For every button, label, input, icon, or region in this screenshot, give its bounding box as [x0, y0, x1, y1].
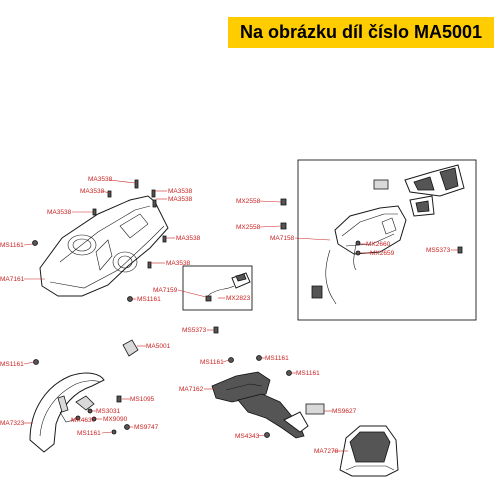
- screw: [124, 424, 130, 430]
- label-ms9747: MS9747: [134, 424, 159, 431]
- license-light-assembly: [205, 272, 251, 302]
- label-ma3538: MA3538: [80, 188, 105, 195]
- label-mx9090: MX9090: [103, 416, 128, 423]
- label-ms5373: MS5373: [182, 327, 207, 334]
- tail-light-detail-box: [297, 159, 477, 321]
- label-ma7323: MA7323: [0, 420, 25, 427]
- label-ma7161: MA7161: [0, 276, 25, 283]
- label-mx4637: MX4637: [71, 417, 96, 424]
- label-ms1095: MS1095: [130, 396, 155, 403]
- label-ma3538: MA3538: [88, 176, 113, 183]
- label-ma3538: MA3538: [166, 260, 191, 267]
- label-mx2558: MX2558: [236, 224, 261, 231]
- label-ms1161: MS1161: [137, 296, 161, 303]
- screw: [256, 355, 262, 361]
- label-ms5373: MS5373: [426, 247, 451, 254]
- label-ms3031: MS3031: [96, 408, 121, 415]
- label-ms1161: MS1161: [0, 242, 24, 249]
- bracket-ma5001: [122, 339, 139, 357]
- label-mx2659: MX2659: [370, 250, 395, 257]
- label-ms4343: MS4343: [235, 433, 260, 440]
- label-ma7162: MA7162: [179, 386, 204, 393]
- label-ma7278: MA7278: [314, 448, 339, 455]
- label-ms1161: MS1161: [77, 430, 101, 437]
- front-fender: [29, 372, 105, 453]
- screw: [116, 395, 122, 403]
- nut: [111, 429, 117, 435]
- screw: [280, 198, 287, 206]
- label-ms1161: MS1161: [0, 361, 24, 368]
- label-ms9627: MS9627: [332, 408, 357, 415]
- label-ms1161: MS1161: [200, 359, 224, 366]
- screw: [264, 432, 270, 438]
- label-ma3538: MA3538: [176, 235, 201, 242]
- screw: [457, 246, 463, 254]
- label-ma3538: MA3538: [47, 209, 72, 216]
- bulb-socket: [355, 250, 361, 256]
- floor-panel: [339, 425, 399, 477]
- screw: [280, 222, 287, 230]
- nut: [87, 408, 93, 414]
- label-ma3538: MA3538: [168, 188, 193, 195]
- label-ma7159: MA7159: [153, 287, 178, 294]
- bulb-socket: [355, 240, 361, 246]
- screw: [228, 357, 234, 363]
- label-mx2660: MX2660: [366, 241, 391, 248]
- label-ms1161: MS1161: [265, 355, 289, 362]
- label-mx2558: MX2558: [236, 198, 261, 205]
- fastener-screws: [32, 179, 167, 302]
- screw: [213, 326, 219, 334]
- label-ms1161: MS1161: [296, 370, 320, 377]
- tail-light-assembly: [311, 164, 465, 305]
- screw: [286, 370, 292, 376]
- license-light-detail-box: [182, 265, 253, 311]
- label-ma7158: MA7158: [270, 235, 295, 242]
- part-number-banner: Na obrázku díl číslo MA5001: [228, 17, 494, 48]
- label-ma5001: MA5001: [146, 343, 171, 350]
- label-ma3538: MA3538: [168, 196, 193, 203]
- reflector: [305, 403, 325, 415]
- label-mx2823: MX2823: [226, 295, 251, 302]
- screw: [33, 359, 39, 365]
- rear-tail-cover: [39, 195, 169, 297]
- rear-inner-fender: [211, 371, 309, 439]
